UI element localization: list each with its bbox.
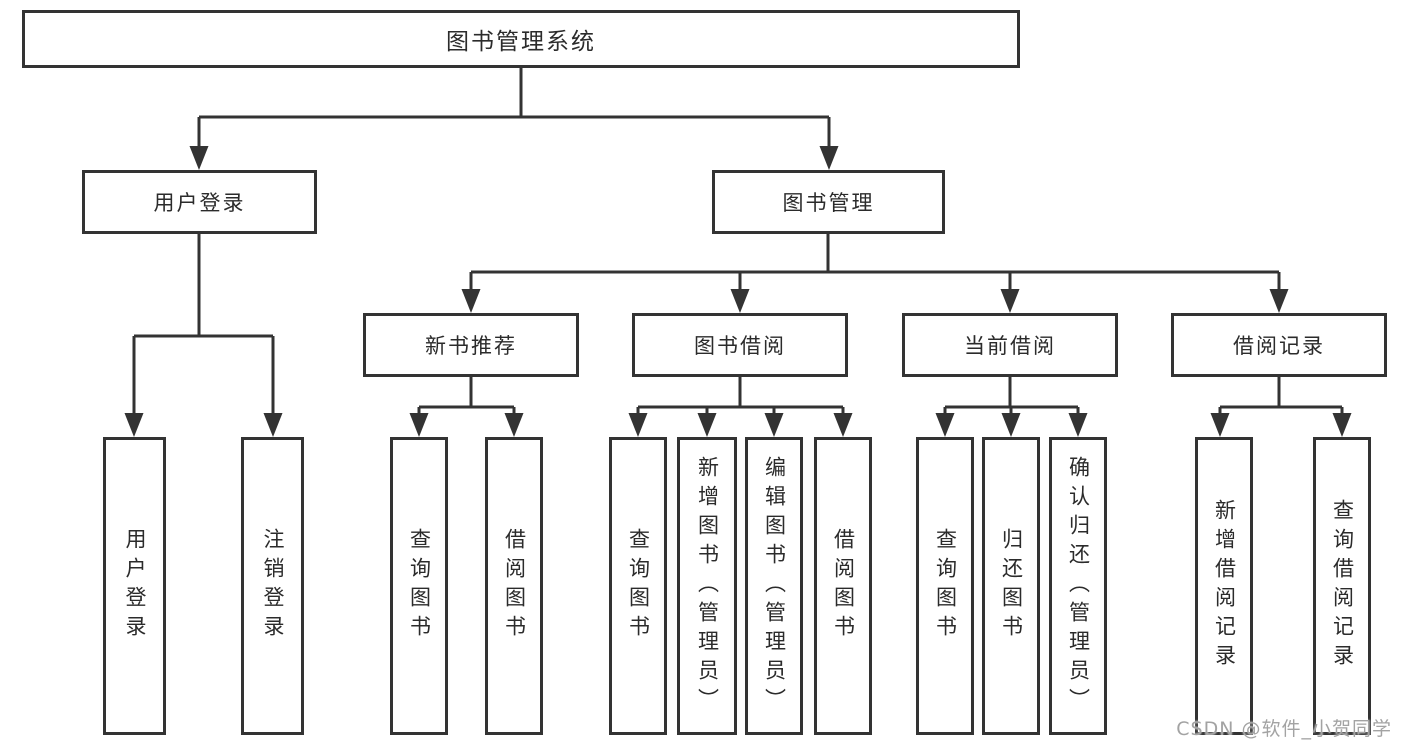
node-label: 新书推荐 xyxy=(425,334,517,358)
node-label: 用户登录 xyxy=(123,528,147,644)
node-label: 归还图书 xyxy=(999,528,1024,644)
node-label: 确认归还（管理员） xyxy=(1066,455,1091,717)
node-book-management: 图书管理 xyxy=(712,170,945,234)
leaf-add-books-admin: 新增图书（管理员） xyxy=(677,437,737,735)
node-new-book-recommend: 新书推荐 xyxy=(363,313,579,377)
leaf-user-login: 用户登录 xyxy=(103,437,166,735)
node-label: 查询图书 xyxy=(933,528,958,644)
node-borrowing-records: 借阅记录 xyxy=(1171,313,1387,377)
node-current-borrowing: 当前借阅 xyxy=(902,313,1118,377)
leaf-add-borrow-record: 新增借阅记录 xyxy=(1195,437,1253,735)
node-label: 图书借阅 xyxy=(694,334,786,358)
node-label: 注销登录 xyxy=(261,528,285,644)
node-label: 查询借阅记录 xyxy=(1330,499,1355,673)
node-label: 新增借阅记录 xyxy=(1212,499,1237,673)
csdn-watermark: CSDN @软件_小贺同学 xyxy=(1176,718,1392,740)
leaf-borrow-books-recommend: 借阅图书 xyxy=(485,437,543,735)
node-label: 新增图书（管理员） xyxy=(695,455,720,717)
leaf-query-borrow-record: 查询借阅记录 xyxy=(1313,437,1371,735)
node-root-library-system: 图书管理系统 xyxy=(22,10,1020,68)
node-label: 借阅图书 xyxy=(502,528,527,644)
leaf-query-books-borrowing: 查询图书 xyxy=(609,437,667,735)
node-book-borrowing: 图书借阅 xyxy=(632,313,848,377)
connector-stems xyxy=(132,68,1344,415)
node-user-login: 用户登录 xyxy=(82,170,317,234)
node-label: 查询图书 xyxy=(626,528,651,644)
leaf-return-books: 归还图书 xyxy=(982,437,1040,735)
node-label: 图书管理 xyxy=(782,191,875,215)
node-label: 查询图书 xyxy=(407,528,432,644)
leaf-confirm-return-admin: 确认归还（管理员） xyxy=(1049,437,1107,735)
leaf-borrow-books: 借阅图书 xyxy=(814,437,872,735)
arrowheads xyxy=(124,146,1352,437)
node-label: 借阅记录 xyxy=(1233,334,1325,358)
leaf-query-books-recommend: 查询图书 xyxy=(390,437,448,735)
node-label: 当前借阅 xyxy=(964,334,1056,358)
node-label: 编辑图书（管理员） xyxy=(762,455,787,717)
node-label: 用户登录 xyxy=(153,191,246,215)
leaf-edit-books-admin: 编辑图书（管理员） xyxy=(745,437,803,735)
node-label: 图书管理系统 xyxy=(446,29,596,55)
node-label: 借阅图书 xyxy=(831,528,856,644)
leaf-logout: 注销登录 xyxy=(241,437,304,735)
leaf-query-books-current: 查询图书 xyxy=(916,437,974,735)
